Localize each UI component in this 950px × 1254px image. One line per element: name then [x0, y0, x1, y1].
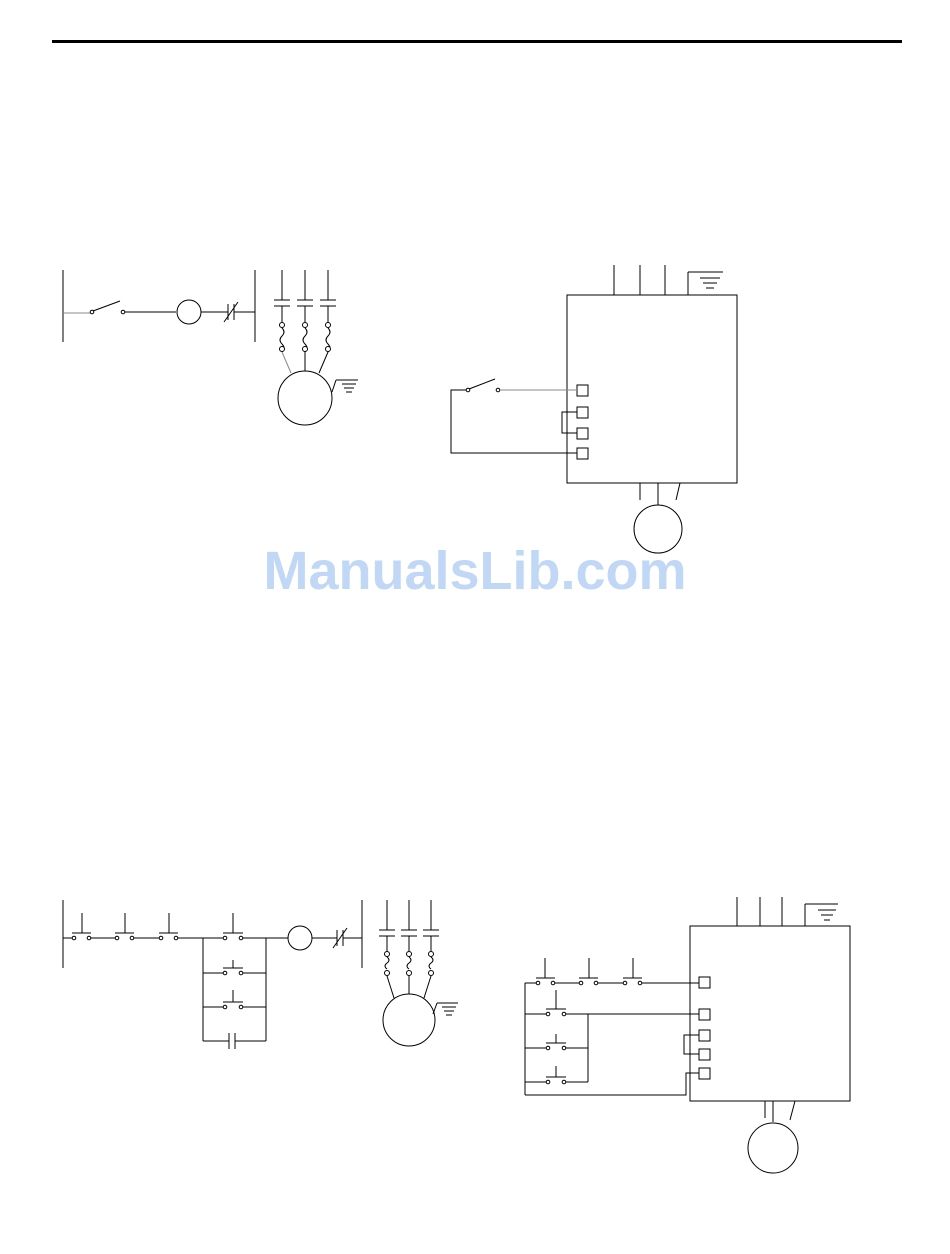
power-circuit-3-phase — [274, 270, 358, 425]
ground-symbol — [805, 904, 838, 926]
fig-b-drive-diagram — [525, 897, 850, 1173]
main-contacts — [379, 930, 439, 936]
motor — [748, 1123, 798, 1173]
starter-coil — [288, 926, 312, 950]
terminal — [577, 428, 588, 439]
stop-pushbutton-2 — [115, 913, 134, 940]
jumper-wire — [562, 412, 577, 433]
start-pushbutton-2 — [525, 1034, 588, 1050]
fig-a-drive-diagram — [451, 265, 737, 553]
ground-symbol — [688, 272, 723, 295]
jumper-wire — [684, 1035, 699, 1054]
holding-contact — [203, 1033, 266, 1049]
terminal — [699, 1049, 710, 1060]
start-pushbutton-1 — [203, 913, 266, 940]
terminal — [699, 977, 710, 988]
drive-enclosure — [567, 295, 737, 483]
motor — [634, 505, 682, 553]
ground-symbol — [433, 1003, 458, 1015]
start-pushbutton-2 — [203, 960, 266, 975]
maintained-switch — [466, 379, 500, 392]
power-circuit-3-phase — [379, 900, 458, 1046]
terminal — [699, 1068, 710, 1079]
terminal — [577, 448, 588, 459]
terminal — [577, 385, 588, 396]
ground-symbol — [332, 380, 358, 392]
terminal — [699, 1009, 710, 1020]
starter-coil — [177, 300, 201, 324]
start-pushbutton-3 — [203, 990, 266, 1009]
main-contacts — [274, 300, 336, 306]
motor — [383, 994, 435, 1046]
stop-pushbuttons-series — [525, 958, 699, 985]
terminal — [699, 1030, 710, 1041]
fig-a-ladder-diagram — [63, 270, 358, 425]
fig-b-ladder-diagram — [63, 900, 458, 1049]
overload-heaters — [280, 323, 331, 353]
overload-heaters — [385, 952, 434, 976]
maintained-switch — [90, 301, 125, 314]
start-pushbutton-3 — [525, 1066, 588, 1084]
stop-pushbutton-1 — [63, 913, 91, 940]
terminal — [577, 407, 588, 418]
motor — [278, 371, 332, 425]
stop-pushbutton-3 — [159, 913, 178, 940]
drive-enclosure — [690, 926, 850, 1101]
start-pushbutton-1 — [525, 990, 699, 1016]
